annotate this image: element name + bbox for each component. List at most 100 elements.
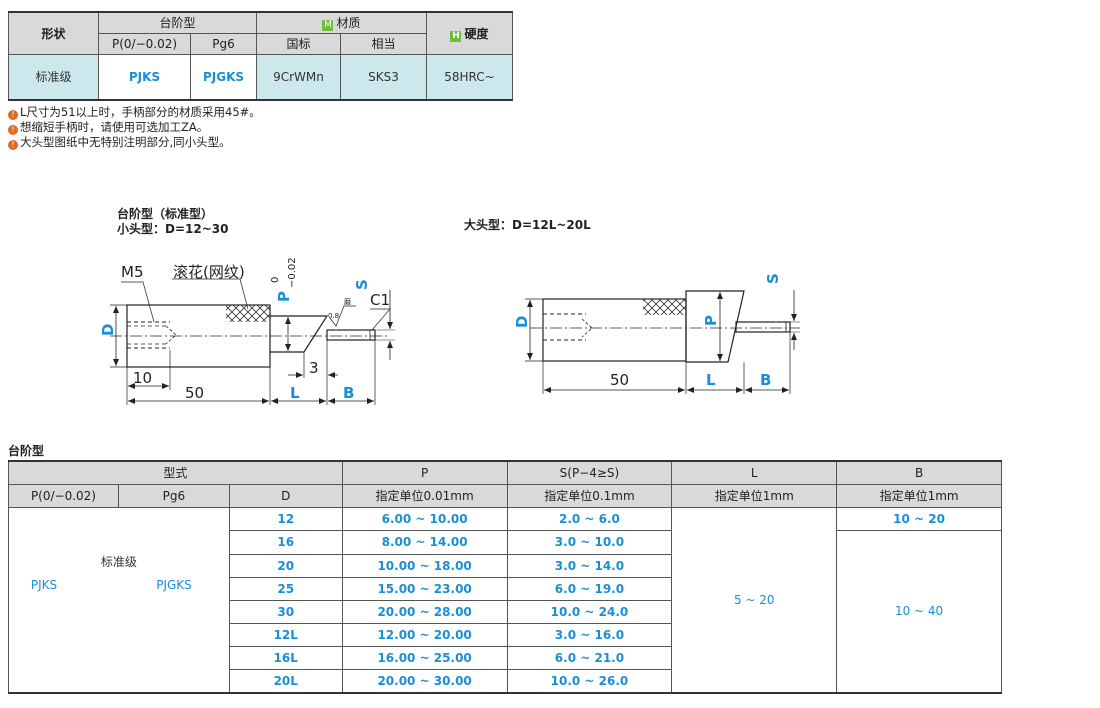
notes: !L尺寸为51以上时，手柄部分的材质采用45#。 !想缩短手柄时，请使用可选加工… <box>8 105 261 150</box>
p-label: P <box>275 291 293 302</box>
p-cell: 6.00 ~ 10.00 <box>341 507 508 531</box>
p-code-cell: PJKS <box>98 53 191 101</box>
s-cell: 3.0 ~ 14.0 <box>506 554 673 578</box>
b-range-first-cell: 10 ~ 20 <box>836 507 1002 531</box>
s-cell: 10.0 ~ 24.0 <box>506 600 673 624</box>
d-cell: 20 <box>228 554 343 578</box>
p-tol-lower: −0.02 <box>287 257 298 288</box>
type-header: 型式 <box>8 460 343 485</box>
l-header: L <box>671 460 838 485</box>
d-label: D <box>99 324 117 336</box>
p-unit-subheader: 指定单位0.01mm <box>341 483 508 508</box>
s-cell: 3.0 ~ 10.0 <box>506 530 673 555</box>
shape-cell: 标准级 <box>8 53 99 101</box>
section-title: 台阶型 <box>8 444 45 458</box>
d-cell: 16L <box>228 646 343 670</box>
roughness-label: 0.8 <box>328 312 339 320</box>
b-range-cell: 10 ~ 40 <box>836 530 1002 694</box>
material-badge-icon: M <box>322 20 334 32</box>
equivalent-subheader: 相当 <box>340 32 427 55</box>
table-row: 16L 16.00 ~ 25.00 6.0 ~ 21.0 <box>9 646 1002 670</box>
table-row: 16 8.00 ~ 14.00 3.0 ~ 10.0 10 ~ 40 <box>9 530 1002 694</box>
type-cell: 标准级 PJKS PJGKS <box>8 507 230 694</box>
table-row: 25 15.00 ~ 23.00 6.0 ~ 19.0 <box>9 577 1002 601</box>
s-label-large: S <box>764 273 782 284</box>
d-cell: 12 <box>228 507 343 531</box>
fifty-label-large: 50 <box>610 371 629 389</box>
code-p: PJKS <box>30 577 58 592</box>
fifty-label: 50 <box>185 384 204 402</box>
small-head-title: 台阶型（标准型） 小头型：D=12~30 <box>117 207 229 236</box>
p-cell: 10.00 ~ 18.00 <box>341 554 508 578</box>
d-cell: 30 <box>228 600 343 624</box>
shape-header: 形状 <box>8 11 99 55</box>
table-row: 20L 20.00 ~ 30.00 10.0 ~ 26.0 <box>9 669 1002 694</box>
c1-label: C1 <box>370 291 390 309</box>
note-item: !大头型图纸中无特别注明部分,同小头型。 <box>8 135 261 150</box>
national-material-cell: 9CrWMn <box>256 53 341 101</box>
pg6-subheader: Pg6 <box>117 483 230 508</box>
knurl-area-large <box>643 299 686 315</box>
knurl-area <box>226 305 270 322</box>
hardness-cell: 58HRC~ <box>426 53 513 101</box>
d-cell: 25 <box>228 577 343 601</box>
l-unit-subheader: 指定单位1mm <box>671 483 838 508</box>
ten-label: 10 <box>133 369 152 387</box>
p-tol-subheader: P(0/−0.02) <box>8 483 119 508</box>
s-cell: 6.0 ~ 21.0 <box>506 646 673 670</box>
s-header: S(P−4≥S) <box>506 460 673 485</box>
knurl-label: 滚花(网纹) <box>173 263 245 281</box>
d-label-large: D <box>513 316 531 328</box>
s-cell: 3.0 ~ 16.0 <box>506 623 673 647</box>
p-cell: 8.00 ~ 14.00 <box>341 530 508 555</box>
large-head-title: 大头型：D=12L~20L <box>464 218 591 232</box>
note-item: !L尺寸为51以上时，手柄部分的材质采用45#。 <box>8 105 261 120</box>
p-cell: 20.00 ~ 30.00 <box>341 669 508 694</box>
grind-label: 磨 <box>344 297 351 306</box>
p-subheader: P(0/−0.02) <box>98 32 191 55</box>
b-header: B <box>836 460 1002 485</box>
d-cell: 16 <box>228 530 343 555</box>
p-cell: 12.00 ~ 20.00 <box>341 623 508 647</box>
equivalent-material-cell: SKS3 <box>340 53 427 101</box>
p-tol-upper: 0 <box>270 277 281 283</box>
s-cell: 10.0 ~ 26.0 <box>506 669 673 694</box>
large-head-drawing <box>525 290 800 394</box>
p-cell: 15.00 ~ 23.00 <box>341 577 508 601</box>
d-cell: 20L <box>228 669 343 694</box>
table-row: 20 10.00 ~ 18.00 3.0 ~ 14.0 <box>9 554 1002 578</box>
l-label-large: L <box>706 371 716 389</box>
note-mark-icon: ! <box>8 110 18 120</box>
l-label: L <box>290 384 300 402</box>
note-mark-icon: ! <box>8 140 18 150</box>
b-label: B <box>343 384 354 402</box>
code-pg6: PJGKS <box>156 577 192 592</box>
l-range-cell: 5 ~ 20 <box>671 507 838 694</box>
m5-label: M5 <box>121 263 144 281</box>
p-header: P <box>341 460 508 485</box>
three-label: 3 <box>309 359 319 377</box>
small-head-drawing <box>110 278 395 405</box>
grade-label: 标准级 <box>100 554 137 569</box>
b-label-large: B <box>760 371 771 389</box>
table-row: 标准级 PJKS PJGKS 12 6.00 ~ 10.00 2.0 ~ 6.0… <box>8 507 1002 694</box>
b-unit-subheader: 指定单位1mm <box>836 483 1002 508</box>
s-unit-subheader: 指定单位0.1mm <box>506 483 673 508</box>
table-row: 30 20.00 ~ 28.00 10.0 ~ 24.0 <box>9 600 1002 624</box>
s-cell: 6.0 ~ 19.0 <box>506 577 673 601</box>
table-row: 12L 12.00 ~ 20.00 3.0 ~ 16.0 <box>9 623 1002 647</box>
s-cell: 2.0 ~ 6.0 <box>506 507 673 531</box>
note-mark-icon: ! <box>8 125 18 135</box>
d-subheader: D <box>228 483 343 508</box>
d-cell: 12L <box>228 623 343 647</box>
pg6-code-cell: PJGKS <box>190 53 257 101</box>
p-label-large: P <box>702 315 720 326</box>
dimension-table: 型式 P S(P−4≥S) L B P(0/−0.02) Pg6 D 指定单位0… <box>8 460 1002 694</box>
note-item: !想缩短手柄时，请使用可选加工ZA。 <box>8 120 261 135</box>
p-cell: 16.00 ~ 25.00 <box>341 646 508 670</box>
s-label: S <box>353 279 371 290</box>
p-cell: 20.00 ~ 28.00 <box>341 600 508 624</box>
